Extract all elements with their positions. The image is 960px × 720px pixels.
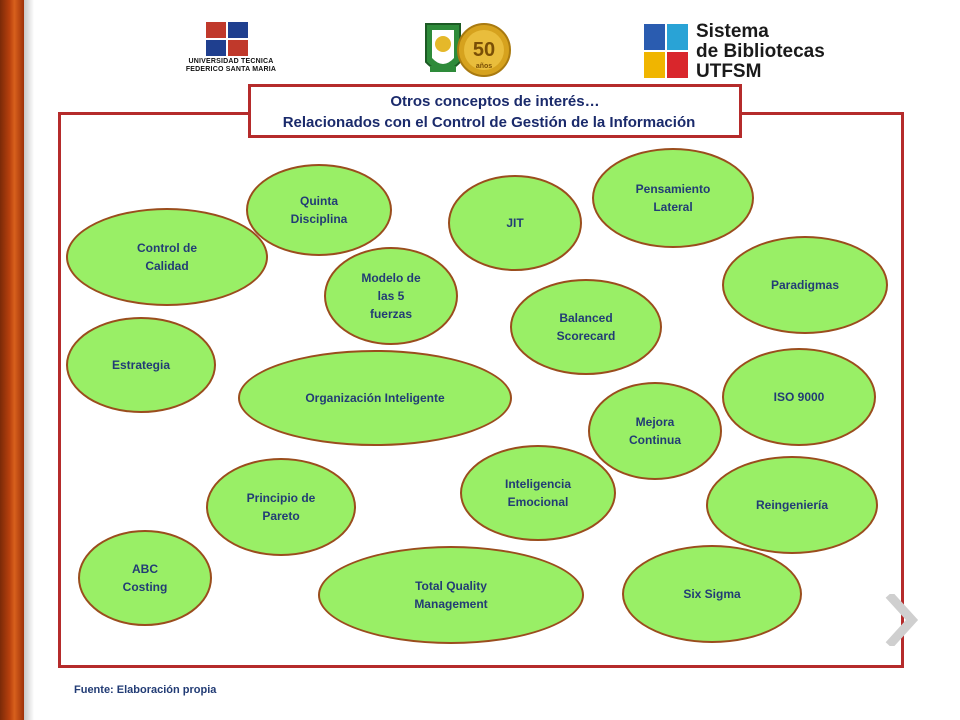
anniversary-word: años bbox=[476, 63, 492, 70]
node-balanced-scorecard: Balanced Scorecard bbox=[510, 279, 662, 375]
node-jit: JIT bbox=[448, 175, 582, 271]
library-logo-line1: Sistema bbox=[696, 21, 769, 42]
utfsm-logo-line1: UNIVERSIDAD TECNICA bbox=[188, 58, 274, 65]
node-paradigmas: Paradigmas bbox=[722, 236, 888, 334]
node-pensamiento-lateral: Pensamiento Lateral bbox=[592, 148, 754, 248]
title-box: Otros conceptos de interés… Relacionados… bbox=[248, 84, 742, 138]
utfsm-logo: UNIVERSIDAD TECNICA FEDERICO SANTA MARIA bbox=[176, 20, 286, 80]
node-estrategia: Estrategia bbox=[66, 317, 216, 413]
node-organizacion-inteligente: Organización Inteligente bbox=[238, 350, 512, 446]
anniversary-50-logo: 50 años bbox=[425, 23, 511, 77]
logo-header: UNIVERSIDAD TECNICA FEDERICO SANTA MARIA… bbox=[168, 16, 825, 82]
node-total-quality-management: Total Quality Management bbox=[318, 546, 584, 644]
node-modelo-5-fuerzas: Modelo de las 5 fuerzas bbox=[324, 247, 458, 345]
left-accent-bar bbox=[0, 0, 24, 720]
title-line1: Otros conceptos de interés… bbox=[390, 93, 600, 110]
source-note: Fuente: Elaboración propia bbox=[74, 684, 217, 696]
library-logo-line3: UTFSM bbox=[696, 61, 762, 82]
anniversary-number: 50 bbox=[473, 39, 495, 61]
library-grid-icon bbox=[644, 24, 688, 78]
library-system-logo: Sistema de Bibliotecas UTFSM bbox=[644, 20, 825, 82]
title-line2: Relacionados con el Control de Gestión d… bbox=[282, 114, 696, 131]
node-six-sigma: Six Sigma bbox=[622, 545, 802, 643]
node-control-de-calidad: Control de Calidad bbox=[66, 208, 268, 306]
node-principio-de-pareto: Principio de Pareto bbox=[206, 458, 356, 556]
library-logo-line2: de Bibliotecas bbox=[696, 41, 825, 62]
left-bar-shadow bbox=[24, 0, 34, 720]
node-mejora-continua: Mejora Continua bbox=[588, 382, 722, 480]
node-inteligencia-emocional: Inteligencia Emocional bbox=[460, 445, 616, 541]
utfsm-crest-icon bbox=[206, 22, 248, 56]
node-reingenieria: Reingeniería bbox=[706, 456, 878, 554]
utfsm-logo-line2: FEDERICO SANTA MARIA bbox=[185, 66, 277, 73]
chevron-right-icon[interactable] bbox=[884, 594, 924, 646]
node-quinta-disciplina: Quinta Disciplina bbox=[246, 164, 392, 256]
node-abc-costing: ABC Costing bbox=[78, 530, 212, 626]
node-iso-9000: ISO 9000 bbox=[722, 348, 876, 446]
